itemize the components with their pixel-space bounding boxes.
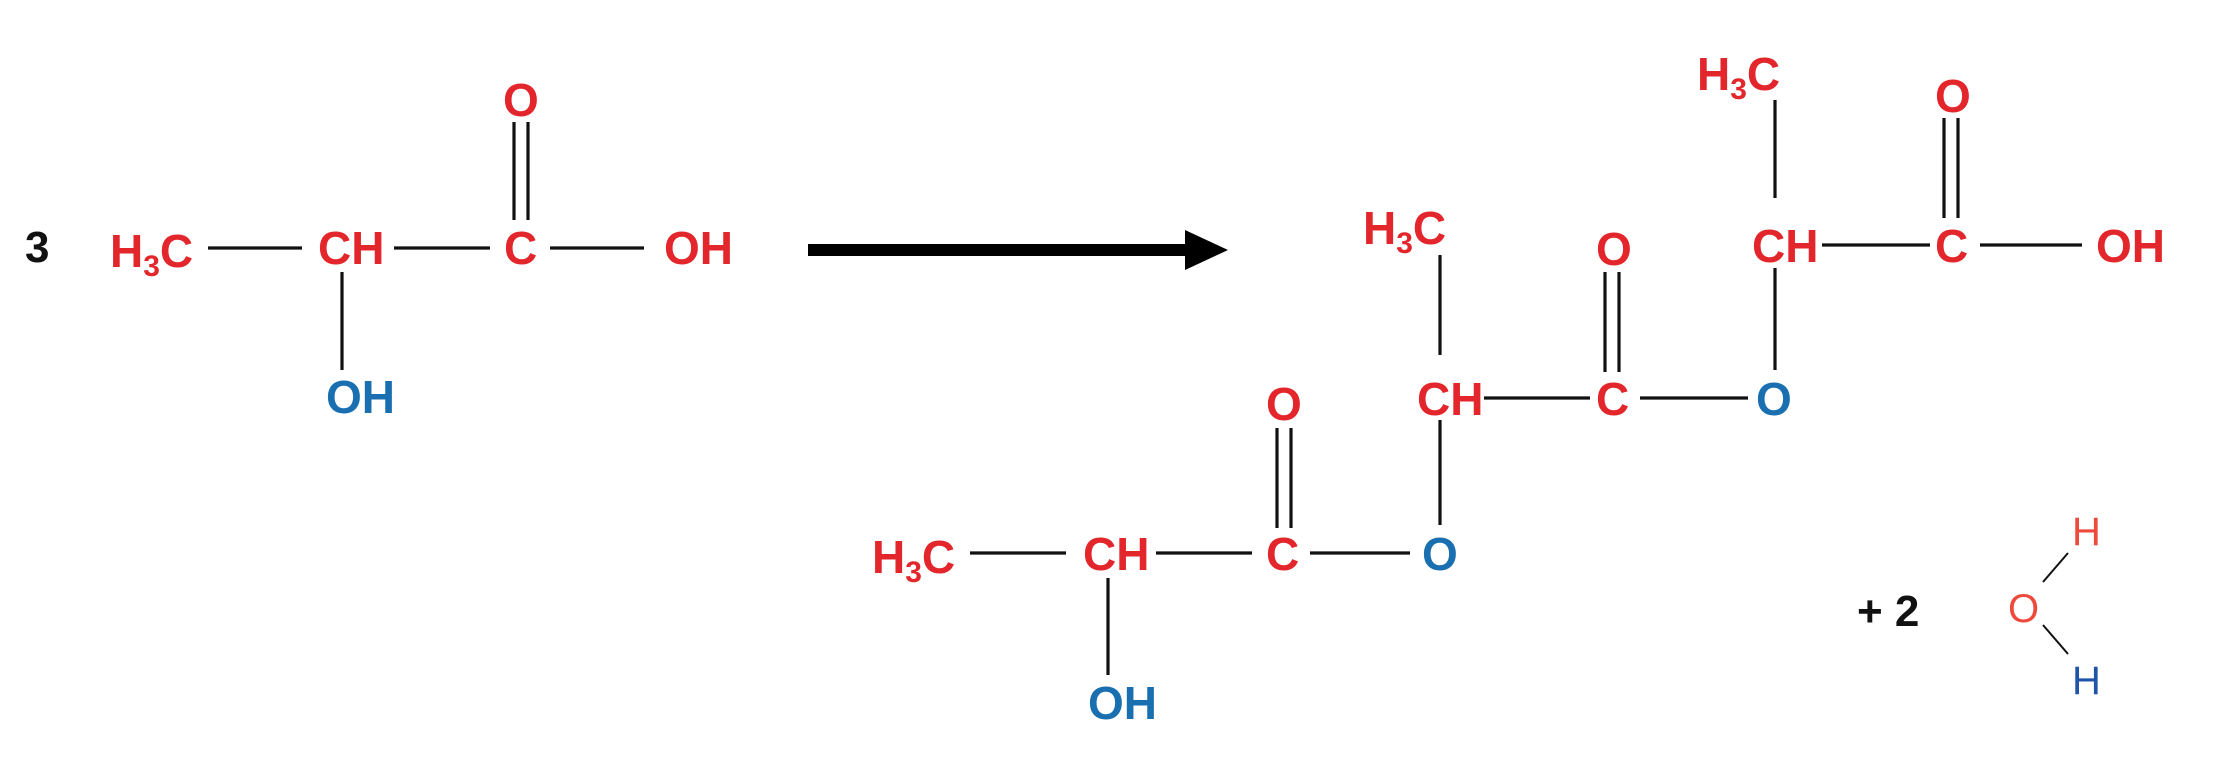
atom-carbonyl-c: C	[504, 222, 537, 274]
water-coefficient: + 2	[1857, 587, 1919, 636]
atom-ch: CH	[318, 222, 384, 274]
atom-u1-h3c: H3C	[872, 531, 955, 589]
atom-u2-o-double: O	[1596, 223, 1632, 275]
atom-acid-oh: OH	[664, 222, 733, 274]
atom-carbonyl-o: O	[503, 74, 539, 126]
atom-u1-o-ester: O	[1422, 528, 1458, 580]
product-unit-1: H3C CH C O O OH	[872, 378, 1458, 729]
atom-hydroxyl-oh: OH	[326, 371, 395, 423]
bond-water-o-h-top	[2042, 552, 2069, 583]
atom-water-h-bottom: H	[2072, 659, 2101, 703]
water-product: + 2 O H H	[1857, 510, 2101, 703]
product-trimer: H3C CH C O O OH H3C CH C O O	[872, 48, 2165, 729]
atom-u2-o-ester: O	[1756, 373, 1792, 425]
atom-u3-ch: CH	[1752, 220, 1818, 272]
atom-water-o: O	[2008, 587, 2039, 631]
atom-u1-o-double: O	[1266, 378, 1302, 430]
atom-u3-oh: OH	[2096, 220, 2165, 272]
atom-u1-oh: OH	[1088, 677, 1157, 729]
reactant-coefficient-group: 3	[25, 223, 49, 272]
atom-u2-ch: CH	[1417, 373, 1483, 425]
atom-h3c: H3C	[110, 225, 193, 283]
reaction-arrow	[808, 230, 1228, 270]
atom-u2-c: C	[1596, 373, 1629, 425]
bond-water-o-h-bottom	[2042, 624, 2069, 655]
atom-u2-h3c: H3C	[1363, 202, 1446, 260]
arrow-head-icon	[1185, 230, 1228, 270]
atom-u3-o-double: O	[1935, 70, 1971, 122]
reactant-coefficient: 3	[25, 223, 49, 272]
atom-u3-c: C	[1935, 220, 1968, 272]
product-unit-3: H3C CH C O OH	[1697, 48, 2165, 272]
reactant-lactic-acid: H3C CH C O OH OH	[110, 74, 733, 423]
product-unit-2: H3C CH C O O	[1363, 202, 1792, 425]
atom-u1-c: C	[1266, 528, 1299, 580]
atom-water-h-top: H	[2072, 510, 2101, 554]
atom-u1-ch: CH	[1083, 528, 1149, 580]
atom-u3-h3c: H3C	[1697, 48, 1780, 106]
